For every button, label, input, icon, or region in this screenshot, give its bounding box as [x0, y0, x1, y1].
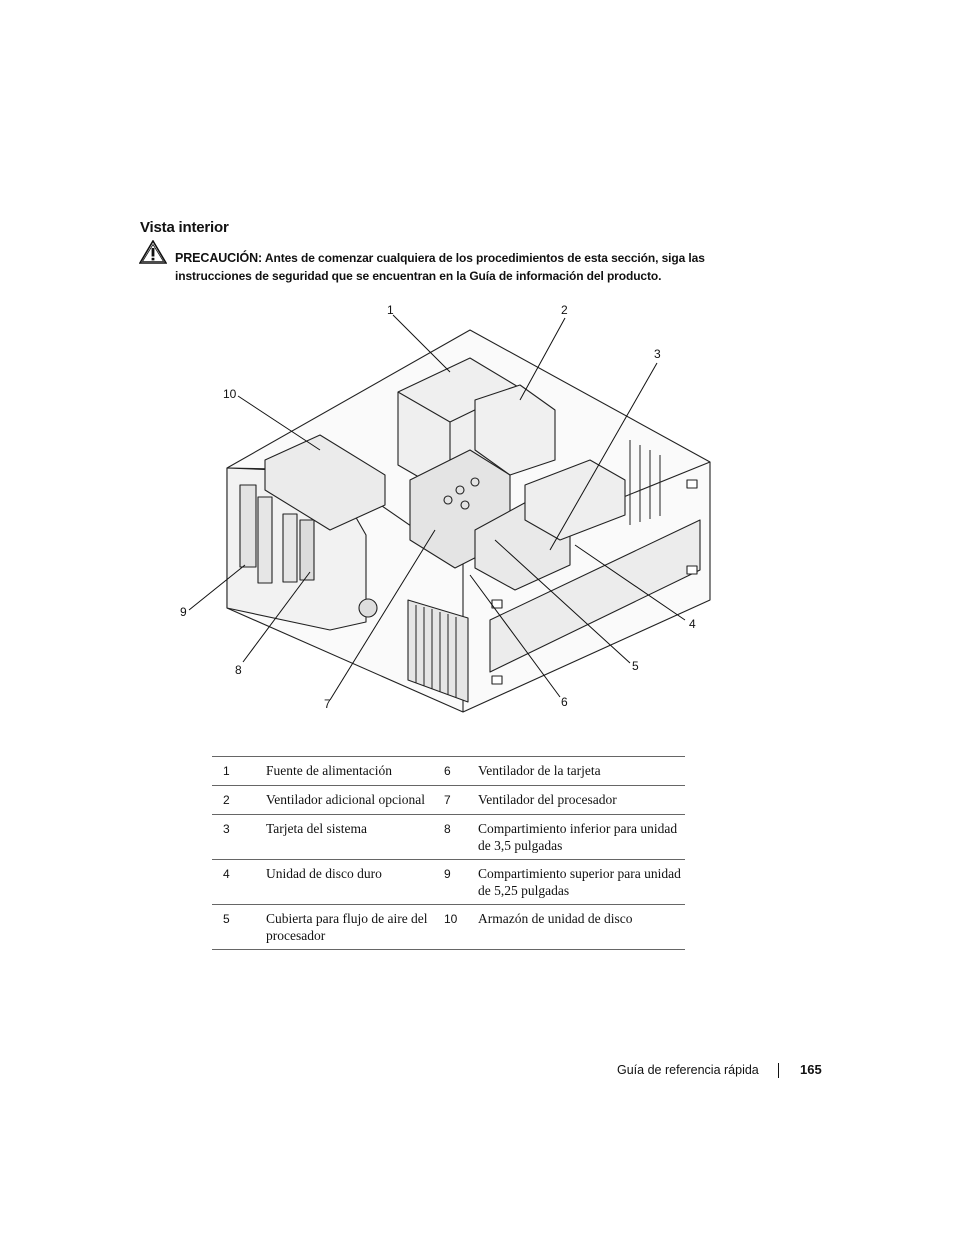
part-number: 9 [444, 859, 478, 905]
part-number: 7 [444, 785, 478, 815]
part-label: Unidad de disco duro [266, 859, 444, 905]
part-label: Tarjeta del sistema [266, 814, 444, 860]
parts-legend-table: 1 Fuente de alimentación 6 Ventilador de… [212, 756, 685, 950]
callout-7: 7 [324, 697, 331, 711]
table-row: 1 Fuente de alimentación 6 Ventilador de… [212, 756, 685, 786]
callout-10: 10 [223, 387, 237, 401]
callout-2: 2 [561, 303, 568, 317]
part-label: Armazón de unidad de disco [478, 904, 685, 950]
part-number: 8 [444, 814, 478, 860]
callout-9: 9 [180, 605, 187, 619]
table-row: 2 Ventilador adicional opcional 7 Ventil… [212, 785, 685, 815]
part-number: 1 [212, 756, 266, 786]
callout-6: 6 [561, 695, 568, 709]
part-number: 3 [212, 814, 266, 860]
part-label: Fuente de alimentación [266, 756, 444, 786]
section-title: Vista interior [140, 219, 229, 236]
callout-5: 5 [632, 659, 639, 673]
part-number: 10 [444, 904, 478, 950]
callout-4: 4 [689, 617, 696, 631]
caution-body: Antes de comenzar cualquiera de los proc… [175, 251, 705, 283]
part-label: Cubierta para flujo de aire del procesad… [266, 904, 444, 950]
part-label: Compartimiento superior para unidad de 5… [478, 859, 685, 905]
part-label: Ventilador adicional opcional [266, 785, 444, 815]
part-label: Compartimiento inferior para unidad de 3… [478, 814, 685, 860]
computer-interior-diagram: 1 2 3 4 5 6 7 8 9 10 [170, 300, 730, 720]
table-row: 3 Tarjeta del sistema 8 Compartimiento i… [212, 814, 685, 860]
caution-notice: PRECAUCIÓN: Antes de comenzar cualquiera… [175, 249, 735, 285]
part-label: Ventilador de la tarjeta [478, 756, 685, 786]
footer-divider [778, 1063, 779, 1078]
part-label: Ventilador del procesador [478, 785, 685, 815]
callout-3: 3 [654, 347, 661, 361]
part-number: 4 [212, 859, 266, 905]
page-number: 165 [800, 1062, 822, 1077]
part-number: 5 [212, 904, 266, 950]
callout-1: 1 [387, 303, 394, 317]
warning-triangle-icon [139, 240, 167, 264]
caution-label: PRECAUCIÓN: [175, 251, 263, 265]
part-number: 6 [444, 756, 478, 786]
footer-guide-title: Guía de referencia rápida [617, 1063, 759, 1077]
chassis-illustration [188, 314, 711, 713]
table-row: 4 Unidad de disco duro 9 Compartimiento … [212, 859, 685, 905]
callout-8: 8 [235, 663, 242, 677]
part-number: 2 [212, 785, 266, 815]
table-row: 5 Cubierta para flujo de aire del proces… [212, 904, 685, 950]
